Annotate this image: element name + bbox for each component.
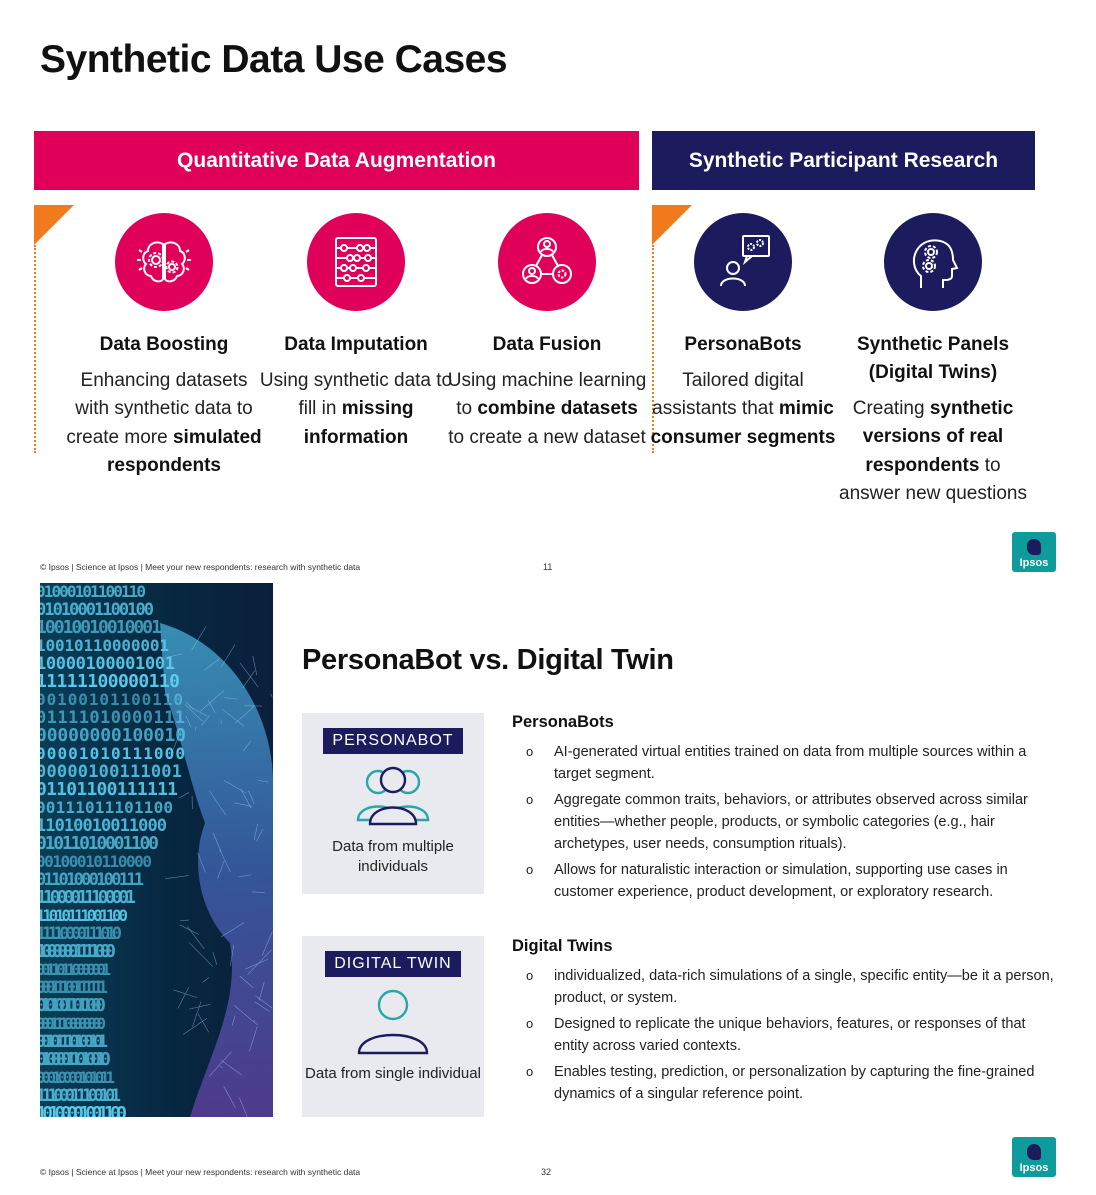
svg-text:10010110000001: 10010110000001 (40, 636, 169, 655)
personabot-badge: PERSONABOT (323, 728, 463, 754)
svg-text:01010001100100: 01010001100100 (40, 600, 154, 620)
use-case-title: Data Fusion (492, 334, 602, 355)
use-case-description: Tailored digital assistants that mimic c… (650, 370, 836, 448)
multiple-people-icon (302, 766, 484, 837)
svg-text:00100101100110: 00100101100110 (40, 690, 183, 709)
head-gears-icon (884, 213, 982, 311)
svg-text:01010011011000: 01010011011000 (40, 995, 106, 1016)
abacus-icon (307, 213, 405, 311)
section-title-digital-twins: Digital Twins (512, 937, 613, 955)
orange-corner-marker (652, 205, 692, 245)
digital-twin-card: DIGITAL TWIN Data from single individual (302, 936, 484, 1117)
orange-dotted-divider (652, 245, 654, 453)
svg-text:00110110000001: 00110110000001 (40, 960, 111, 979)
digital-twin-badge: DIGITAL TWIN (325, 951, 461, 977)
footer-text: © Ipsos | Science at Ipsos | Meet your n… (40, 562, 361, 572)
use-case-title: Data Boosting (99, 334, 229, 355)
use-case-data-imputation: Data Imputation Using synthetic data to … (256, 213, 456, 452)
svg-text:10100001001100: 10100001001100 (40, 1103, 127, 1117)
use-case-description: Enhancing datasets with synthetic data t… (66, 370, 262, 477)
footer-text: © Ipsos | Science at Ipsos | Meet your n… (40, 1167, 361, 1177)
svg-text:00100010110000: 00100010110000 (40, 852, 152, 871)
svg-text:00000000100010: 00000000100010 (40, 725, 186, 746)
use-case-data-boosting: Data Boosting Enhancing datasets with sy… (64, 213, 264, 481)
use-case-title: Synthetic Panels (Digital Twins) (856, 334, 1010, 383)
svg-text:01000011010010: 01000011010010 (40, 1049, 111, 1070)
page-number: 32 (541, 1167, 552, 1177)
use-case-title: Data Imputation (284, 334, 428, 355)
svg-text:00011100000000: 00011100000000 (40, 1014, 106, 1033)
svg-text:11110000111010: 11110000111010 (40, 924, 122, 944)
use-case-data-fusion: Data Fusion Using machine learning to co… (447, 213, 647, 452)
svg-text:01101100111111: 01101100111111 (40, 779, 178, 800)
use-case-description: Using synthetic data to fill in missing … (259, 370, 453, 448)
svg-text:00010000101011: 00010000101011 (40, 1068, 115, 1087)
single-person-icon (302, 989, 484, 1064)
slide-title: PersonaBot vs. Digital Twin (302, 644, 674, 676)
svg-text:11010111001100: 11010111001100 (40, 906, 128, 925)
svg-text:01101000100111: 01101000100111 (40, 870, 144, 890)
svg-text:01111010000111: 01111010000111 (40, 708, 185, 728)
use-case-description: Creating synthetic versions of real resp… (839, 398, 1027, 505)
orange-dotted-divider (34, 245, 36, 453)
person-chat-gears-icon (694, 213, 792, 311)
svg-text:01011010001100: 01011010001100 (40, 833, 159, 854)
svg-text:11111100000110: 11111100000110 (40, 671, 180, 692)
card-caption: Data from multiple individuals (332, 838, 454, 875)
svg-text:11010010011000: 11010010011000 (40, 816, 167, 836)
svg-text:00001010111000: 00001010111000 (40, 744, 185, 763)
page-number: 11 (543, 562, 553, 572)
svg-text:10000100001001: 10000100001001 (40, 654, 175, 674)
brain-gear-icon (115, 213, 213, 311)
card-caption: Data from single individual (305, 1065, 481, 1082)
section-title-personabots: PersonaBots (512, 713, 614, 731)
network-nodes-icon (498, 213, 596, 311)
svg-text:00011100111111: 00011100111111 (40, 978, 108, 998)
header-quantitative-augmentation: Quantitative Data Augmentation (34, 131, 639, 190)
use-case-description: Using machine learning to combine datase… (447, 370, 647, 448)
header-synthetic-participant-research: Synthetic Participant Research (652, 131, 1035, 190)
use-case-personabots: PersonaBots Tailored digital assistants … (643, 213, 843, 452)
svg-text:11100011100101: 11100011100101 (40, 1086, 121, 1106)
svg-text:10010010010001: 10010010010001 (40, 617, 162, 638)
use-case-synthetic-panels: Synthetic Panels (Digital Twins) Creatin… (833, 213, 1033, 509)
ipsos-logo: Ipsos (1012, 532, 1056, 572)
slide-title: Synthetic Data Use Cases (40, 38, 508, 81)
svg-text:00101110100101: 00101110100101 (40, 1032, 108, 1052)
svg-text:00000100111001: 00000100111001 (40, 762, 182, 782)
svg-text:00111011101100: 00111011101100 (40, 798, 173, 817)
svg-text:11000011100001: 11000011100001 (40, 887, 136, 908)
svg-text:01000101100110: 01000101100110 (40, 583, 146, 601)
personabot-card: PERSONABOT Data from multiple individual… (302, 713, 484, 894)
svg-text:10000001111000: 10000001111000 (40, 941, 116, 962)
ipsos-logo: Ipsos (1012, 1137, 1056, 1177)
use-case-title: PersonaBots (684, 334, 802, 355)
orange-corner-marker (34, 205, 74, 245)
